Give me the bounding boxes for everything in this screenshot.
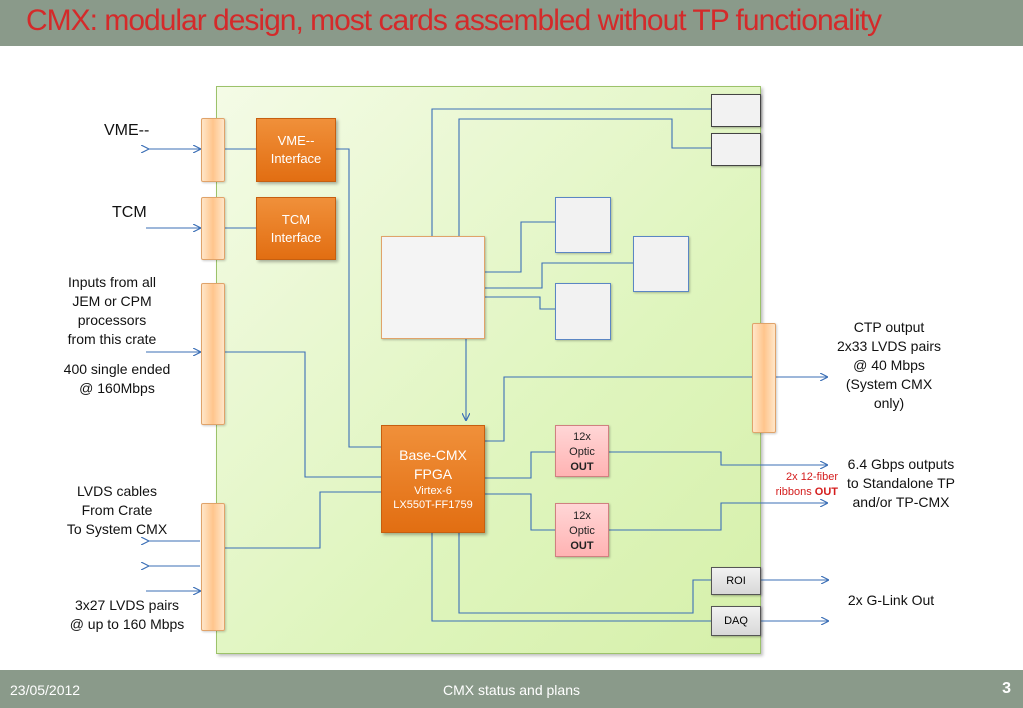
fiber-ribbons-note: 2x 12-fiber ribbons OUT xyxy=(752,470,838,500)
central-processor-box xyxy=(381,236,485,339)
tcm-interface-line1: TCM xyxy=(281,211,311,227)
module-box-2 xyxy=(633,236,689,292)
gbps-output-label: 6.4 Gbps outputs to Standalone TP and/or… xyxy=(847,456,955,510)
optic1-line2: Optic xyxy=(569,446,595,458)
fpga-line4: LX550T-FF1759 xyxy=(393,499,473,511)
input-rate-label: 400 single ended @ 160Mbps xyxy=(63,361,171,396)
daq-block: DAQ xyxy=(711,606,761,636)
fpga-line3: Virtex-6 xyxy=(414,485,452,497)
optic2-line1: 12x xyxy=(573,510,591,522)
fiber-out: OUT xyxy=(814,486,838,498)
optic-out-block-1: 12x Optic OUT xyxy=(555,425,609,477)
optic-out-block-2: 12x Optic OUT xyxy=(555,503,609,557)
module-box-1 xyxy=(555,197,611,253)
tcm-interface-line2: Interface xyxy=(270,229,322,245)
ctp-connector xyxy=(752,323,776,433)
vme-interface-line2: Interface xyxy=(270,151,322,166)
slide-title: CMX: modular design, most cards assemble… xyxy=(26,4,882,37)
footer-date: 23/05/2012 xyxy=(10,682,81,698)
lvds-cables-label: LVDS cables From Crate To System CMX xyxy=(66,483,168,537)
lvds-pairs-label: 3x27 LVDS pairs @ up to 160 Mbps xyxy=(69,597,185,632)
fpga-line2: FPGA xyxy=(413,466,453,482)
optic2-line3: OUT xyxy=(570,540,594,552)
top-module-box-1 xyxy=(711,94,761,127)
base-cmx-fpga-block: Base-CMX FPGA Virtex-6 LX550T-FF1759 xyxy=(381,425,485,533)
fiber-line2: ribbons xyxy=(775,486,815,498)
inputs-label: Inputs from all JEM or CPM processors fr… xyxy=(67,274,157,347)
inputs-connector xyxy=(201,283,225,425)
module-box-3 xyxy=(555,283,611,340)
top-module-box-2 xyxy=(711,133,761,166)
roi-block: ROI xyxy=(711,567,761,595)
tcm-connector xyxy=(201,197,225,260)
fiber-line1: 2x 12-fiber xyxy=(786,471,838,483)
optic2-line2: Optic xyxy=(569,525,595,537)
ctp-output-label: CTP output 2x33 LVDS pairs @ 40 Mbps (Sy… xyxy=(836,319,941,411)
lvds-connector xyxy=(201,503,225,631)
tcm-interface-block: TCM Interface xyxy=(256,197,336,260)
glink-label: 2x G-Link Out xyxy=(847,592,935,608)
optic1-line3: OUT xyxy=(570,461,594,473)
page-number: 3 xyxy=(1002,680,1011,697)
vme-interface-line1: VME-- xyxy=(277,133,315,148)
vme-label: VME-- xyxy=(104,122,150,139)
tcm-label: TCM xyxy=(112,204,147,221)
title-bar: CMX: modular design, most cards assemble… xyxy=(0,0,1023,46)
fpga-line1: Base-CMX xyxy=(399,447,467,463)
optic1-line1: 12x xyxy=(573,431,591,443)
vme-connector xyxy=(201,118,225,182)
vme-interface-block: VME-- Interface xyxy=(256,118,336,182)
footer-title: CMX status and plans xyxy=(443,682,580,698)
footer-bar: 23/05/2012 CMX status and plans 3 xyxy=(0,670,1023,708)
